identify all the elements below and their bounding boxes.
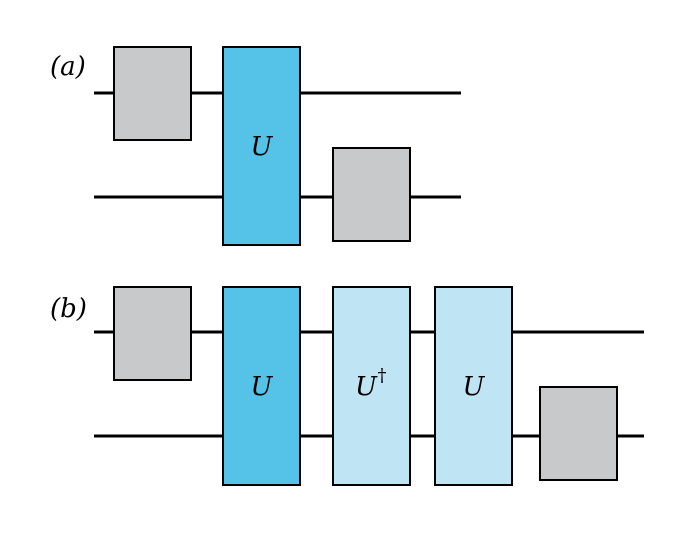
panel-b-u-gate xyxy=(222,286,301,486)
panel-b-u-dagger-gate xyxy=(332,286,411,486)
panel-b-u-dagger-gate-label: U xyxy=(355,372,378,402)
panel-b: (b) U U † U xyxy=(50,286,644,486)
panel-b-u-gate-label: U xyxy=(251,372,274,402)
panel-a: (a) U xyxy=(50,46,461,246)
panel-b-label: (b) xyxy=(50,294,87,324)
panel-b-u-gate-second xyxy=(434,286,513,486)
panel-a-u-gate-label: U xyxy=(251,132,274,162)
panel-b-local-gate-top xyxy=(113,286,192,381)
panel-b-dagger-symbol: † xyxy=(378,365,387,386)
panel-a-local-gate-top xyxy=(113,46,192,141)
panel-a-label: (a) xyxy=(50,52,86,82)
panel-a-u-gate xyxy=(222,46,301,246)
panel-b-local-gate-bottom xyxy=(539,386,618,481)
panel-b-u-gate-second-label: U xyxy=(463,372,486,402)
panel-a-local-gate-bottom xyxy=(332,147,411,242)
